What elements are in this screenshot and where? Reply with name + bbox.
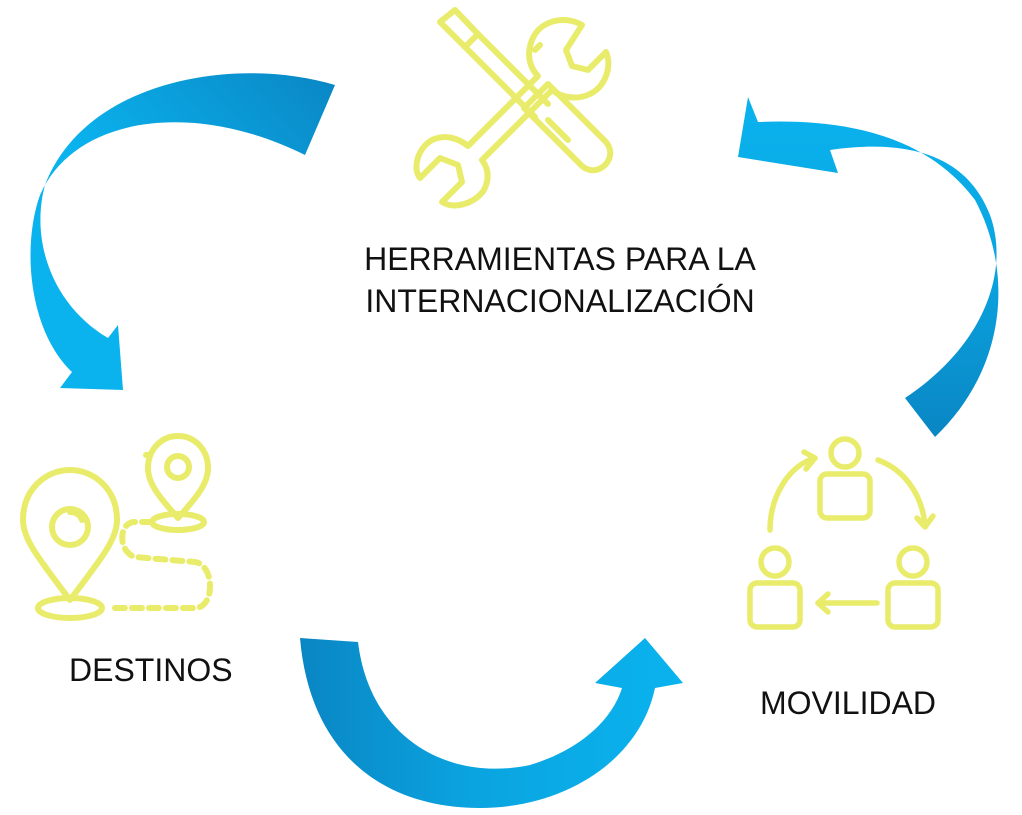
center-title-line2: INTERNACIONALIZACIÓN bbox=[365, 282, 755, 319]
wrench-screwdriver-icon bbox=[413, 7, 614, 209]
center-title: HERRAMIENTAS PARA LA INTERNACIONALIZACIÓ… bbox=[340, 239, 780, 322]
map-pins-route-icon bbox=[20, 433, 213, 621]
movilidad-label: MOVILIDAD bbox=[760, 685, 937, 721]
destinos-label: DESTINOS bbox=[69, 652, 233, 688]
center-title-line1: HERRAMIENTAS PARA LA bbox=[364, 241, 756, 277]
arrow-destinos-to-movilidad bbox=[300, 638, 683, 808]
arrow-top-to-destinos bbox=[30, 73, 335, 390]
arrow-movilidad-to-herramientas bbox=[738, 97, 999, 437]
people-exchange-cycle-icon bbox=[747, 436, 941, 630]
